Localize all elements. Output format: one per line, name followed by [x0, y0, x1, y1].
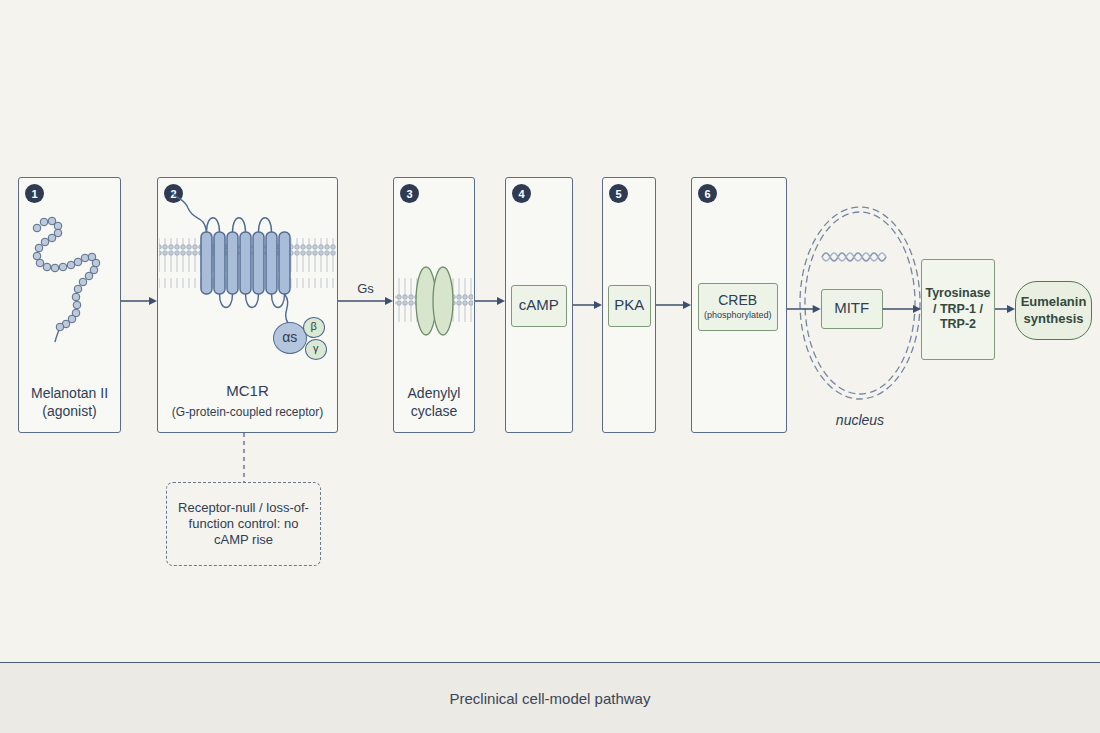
callout-number: 2	[164, 184, 183, 203]
arrow-head	[1007, 305, 1015, 313]
callout-number: 1	[25, 184, 44, 203]
g-protein-subunit: γ	[305, 339, 327, 360]
connector-line	[338, 300, 386, 302]
connector-line	[475, 300, 498, 302]
node-label: β	[311, 320, 317, 334]
step-box: 4 cAMP	[505, 177, 573, 433]
connector-line	[121, 300, 150, 302]
node-label: γ	[313, 342, 319, 356]
compartment-label: nucleus	[795, 412, 925, 428]
g-protein-subunit: αs	[273, 322, 307, 354]
signal-box: MITF	[821, 289, 883, 329]
g-protein-subunit: β	[303, 317, 325, 338]
step-box: 5PKA	[602, 177, 656, 433]
step-box: 3Adenylyl cyclase	[393, 177, 475, 433]
step-label: MC1R	[226, 382, 269, 401]
flow-arrow	[338, 297, 393, 305]
output-pill: Eumelanin synthesis	[1015, 281, 1092, 340]
signal-box: CREB(phosphorylated)	[698, 283, 778, 331]
node-label: MITF	[834, 299, 869, 318]
node-label: Tyrosinase / TRP-1 / TRP-2	[924, 286, 992, 333]
node-sublabel: (phosphorylated)	[704, 310, 772, 321]
connector-line	[573, 304, 595, 306]
nucleus: nucleus MITF	[795, 203, 925, 428]
dna-icon	[822, 253, 886, 261]
control-note-box: Receptor-null / loss-of-function control…	[166, 482, 321, 566]
flow-arrow	[656, 301, 691, 309]
node-label: αs	[282, 329, 297, 347]
enzyme-box: Tyrosinase / TRP-1 / TRP-2	[921, 259, 995, 360]
flow-arrow	[787, 305, 821, 313]
arrow-head	[594, 301, 602, 309]
callout-number: 5	[609, 184, 628, 203]
flow-arrow	[475, 297, 505, 305]
connector-line	[243, 433, 245, 482]
step-label: Melanotan II (agonist)	[21, 385, 118, 420]
node-label: cAMP	[519, 296, 559, 315]
callout-number: 4	[512, 184, 531, 203]
edge-label: Gs	[357, 281, 374, 296]
arrow-head	[385, 297, 393, 305]
arrow-head	[149, 297, 157, 305]
arrow-head	[497, 297, 505, 305]
caption-band: Preclinical cell-model pathway	[0, 662, 1100, 733]
arrow-head	[813, 305, 821, 313]
signal-box: cAMP	[511, 285, 567, 327]
flow-arrow	[121, 297, 157, 305]
callout-number: 6	[698, 184, 717, 203]
step-box: 2MC1R (G-protein-coupled receptor) αsβγ	[157, 177, 338, 433]
caption: Preclinical cell-model pathway	[450, 690, 651, 707]
nuclear-envelope	[805, 212, 915, 394]
arrow-head	[683, 301, 691, 309]
node-label: Eumelanin synthesis	[1019, 294, 1088, 327]
signal-box: PKA	[608, 285, 651, 327]
callout-number: 3	[400, 184, 419, 203]
node-label: Receptor-null / loss-of-function control…	[173, 500, 314, 549]
connector-line	[995, 308, 1008, 310]
flow-arrow	[995, 305, 1015, 313]
step-box: 6CREB(phosphorylated)	[691, 177, 787, 433]
dashed-link	[244, 433, 245, 482]
step-sublabel: (G-protein-coupled receptor)	[172, 405, 323, 420]
connector-line	[656, 304, 684, 306]
flow-arrow	[573, 301, 602, 309]
connector-line	[883, 308, 914, 310]
step-box: 1Melanotan II (agonist)	[18, 177, 121, 433]
node-label: PKA	[614, 296, 644, 315]
nuclear-envelope	[800, 207, 920, 399]
node-label: CREB	[718, 292, 757, 310]
step-label: Adenylyl cyclase	[396, 385, 472, 420]
